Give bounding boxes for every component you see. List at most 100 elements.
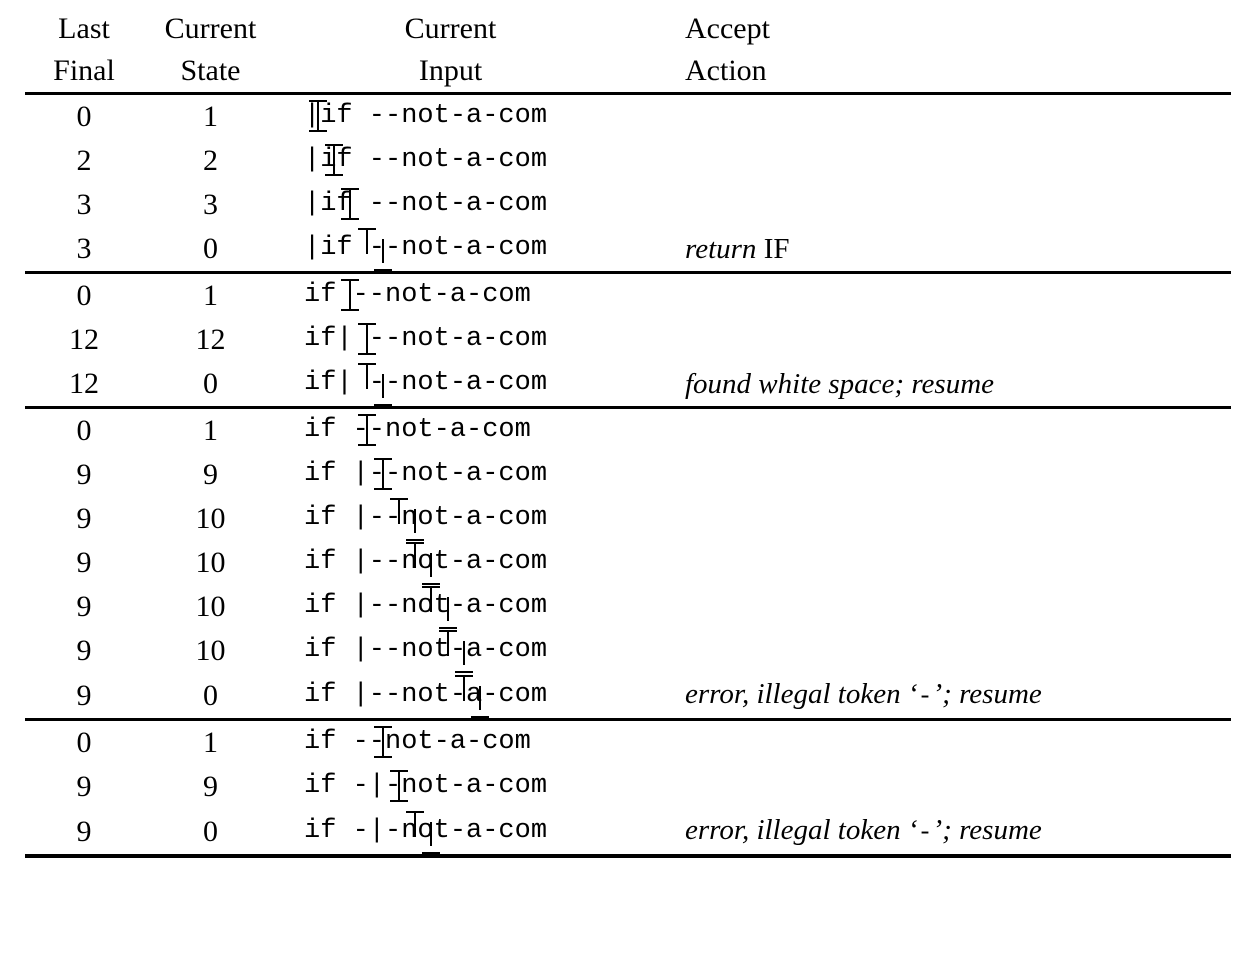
cell-accept-action xyxy=(623,94,1231,140)
action-part: - xyxy=(917,682,933,711)
cell-accept-action xyxy=(623,183,1231,227)
cell-current-input: if |--not-a-com xyxy=(278,541,623,585)
cell-accept-action: found white space; resume xyxy=(623,362,1231,406)
column-header-current-state: Current State xyxy=(143,8,278,92)
cell-current-state: 9 xyxy=(203,458,218,491)
action-part: error, illegal token ‘ xyxy=(685,814,918,846)
table-row: 9 10 if |--not-a-com xyxy=(25,629,1231,673)
cell-last-final: 9 xyxy=(76,502,92,535)
table-sheet: Last Final Current State Current Input A… xyxy=(0,8,1244,970)
cell-current-state: 10 xyxy=(195,590,226,623)
table-header: Last Final Current State Current Input A… xyxy=(25,8,1231,95)
group-separator-line xyxy=(25,717,1231,721)
table-row: 0 1 if --not-a-com xyxy=(25,720,1231,766)
table-row: 2 2 |if --not-a-com xyxy=(25,139,1231,183)
input-strip: |if --not-a-com xyxy=(304,227,548,271)
input-strip: if --not-a-com xyxy=(304,409,531,451)
cell-current-input: if |--not-a-com xyxy=(278,497,623,541)
cell-accept-action xyxy=(623,541,1231,585)
cell-last-final: 9 xyxy=(76,678,92,712)
cell-accept-action xyxy=(623,720,1231,766)
cell-current-input: |if --not-a-com xyxy=(278,183,623,227)
input-text: if -|-not-a-com xyxy=(304,815,548,846)
table-row: 12 12 if| --not-a-com xyxy=(25,318,1231,362)
input-text: if| --not-a-com xyxy=(304,368,548,398)
cell-last-final: 9 xyxy=(76,458,92,491)
input-strip: if |--not-a-com xyxy=(304,585,547,629)
cell-accept-action xyxy=(623,273,1231,319)
header-line-2: Final xyxy=(53,54,115,87)
header-line-1: Current xyxy=(164,12,257,45)
input-text: if |--not-a-com xyxy=(304,547,548,577)
cell-current-state: 10 xyxy=(195,546,226,579)
cell-current-state: 0 xyxy=(203,232,218,265)
cell-current-state: 12 xyxy=(195,323,226,356)
cell-accept-action xyxy=(623,408,1231,454)
cell-current-state: 2 xyxy=(203,144,218,177)
cell-current-input: if --not-a-com xyxy=(278,273,623,319)
header-line-1: Last xyxy=(58,12,110,45)
action-part: IF xyxy=(763,233,790,265)
cell-current-input: if| --not-a-com xyxy=(278,318,623,362)
cell-last-final: 9 xyxy=(76,814,92,848)
cell-current-state: 10 xyxy=(195,634,226,667)
cell-current-input: if -|-not-a-com xyxy=(278,809,623,854)
cell-current-input: if --not-a-com xyxy=(278,720,623,766)
cell-current-input: |if --not-a-com xyxy=(278,227,623,271)
input-text: if --not-a-com xyxy=(304,727,531,757)
input-strip: if |--not-a-com xyxy=(304,497,547,541)
cell-current-state: 1 xyxy=(203,100,218,133)
cell-current-state: 0 xyxy=(203,678,218,712)
cell-last-final: 9 xyxy=(76,634,92,667)
cell-accept-action xyxy=(623,497,1231,541)
cell-current-state: 1 xyxy=(203,726,218,759)
header-rule xyxy=(25,91,1231,95)
cell-accept-action xyxy=(623,453,1231,497)
cell-current-input: if |--not-a-com xyxy=(278,629,623,673)
cell-current-input: if --not-a-com xyxy=(278,408,623,454)
cell-last-final: 9 xyxy=(76,590,92,623)
cell-last-final: 12 xyxy=(69,323,99,356)
header-row: Last Final Current State Current Input A… xyxy=(25,8,1231,92)
cell-current-state: 0 xyxy=(203,814,218,848)
action-part: return xyxy=(685,233,764,265)
input-text: if |--not-a-com xyxy=(304,679,548,710)
input-text: |if --not-a-com xyxy=(304,189,548,219)
table-row: 9 0 if -|-not-a-com error, illegal token ‘-… xyxy=(25,809,1231,854)
bottom-rule-line xyxy=(25,852,1231,858)
cell-last-final: 2 xyxy=(76,144,92,177)
cell-current-state: 1 xyxy=(203,279,218,312)
cell-last-final: 12 xyxy=(69,367,99,400)
input-strip: |if --not-a-com xyxy=(304,183,547,225)
input-strip: if |--not-a-com xyxy=(304,674,548,718)
input-text: |if --not-a-com xyxy=(304,145,548,175)
input-strip: if |--not-a-com xyxy=(304,629,547,673)
cell-current-state: 9 xyxy=(203,770,218,803)
cell-current-input: if |--not-a-com xyxy=(278,585,623,629)
cell-accept-action: return IF xyxy=(623,227,1231,271)
cell-last-final: 0 xyxy=(76,726,92,759)
header-line-2: State xyxy=(180,54,241,87)
input-strip: if -|-not-a-com xyxy=(304,810,548,854)
input-text: if| --not-a-com xyxy=(304,324,548,354)
action-part: found white space; resume xyxy=(685,368,995,400)
cell-accept-action xyxy=(623,139,1231,183)
action-part: - xyxy=(917,818,933,847)
input-strip: if| --not-a-com xyxy=(304,362,548,406)
group-separator-rule xyxy=(25,405,1231,409)
cell-current-input: |if --not-a-com xyxy=(278,139,623,183)
cell-current-state: 3 xyxy=(203,188,218,221)
group-separator-rule xyxy=(25,717,1231,721)
cell-accept-action xyxy=(623,765,1231,809)
cell-current-input: if -|-not-a-com xyxy=(278,765,623,809)
header-line-2: Action xyxy=(685,54,767,87)
input-strip: if -|-not-a-com xyxy=(304,765,547,807)
input-text: |if --not-a-com xyxy=(304,233,548,263)
